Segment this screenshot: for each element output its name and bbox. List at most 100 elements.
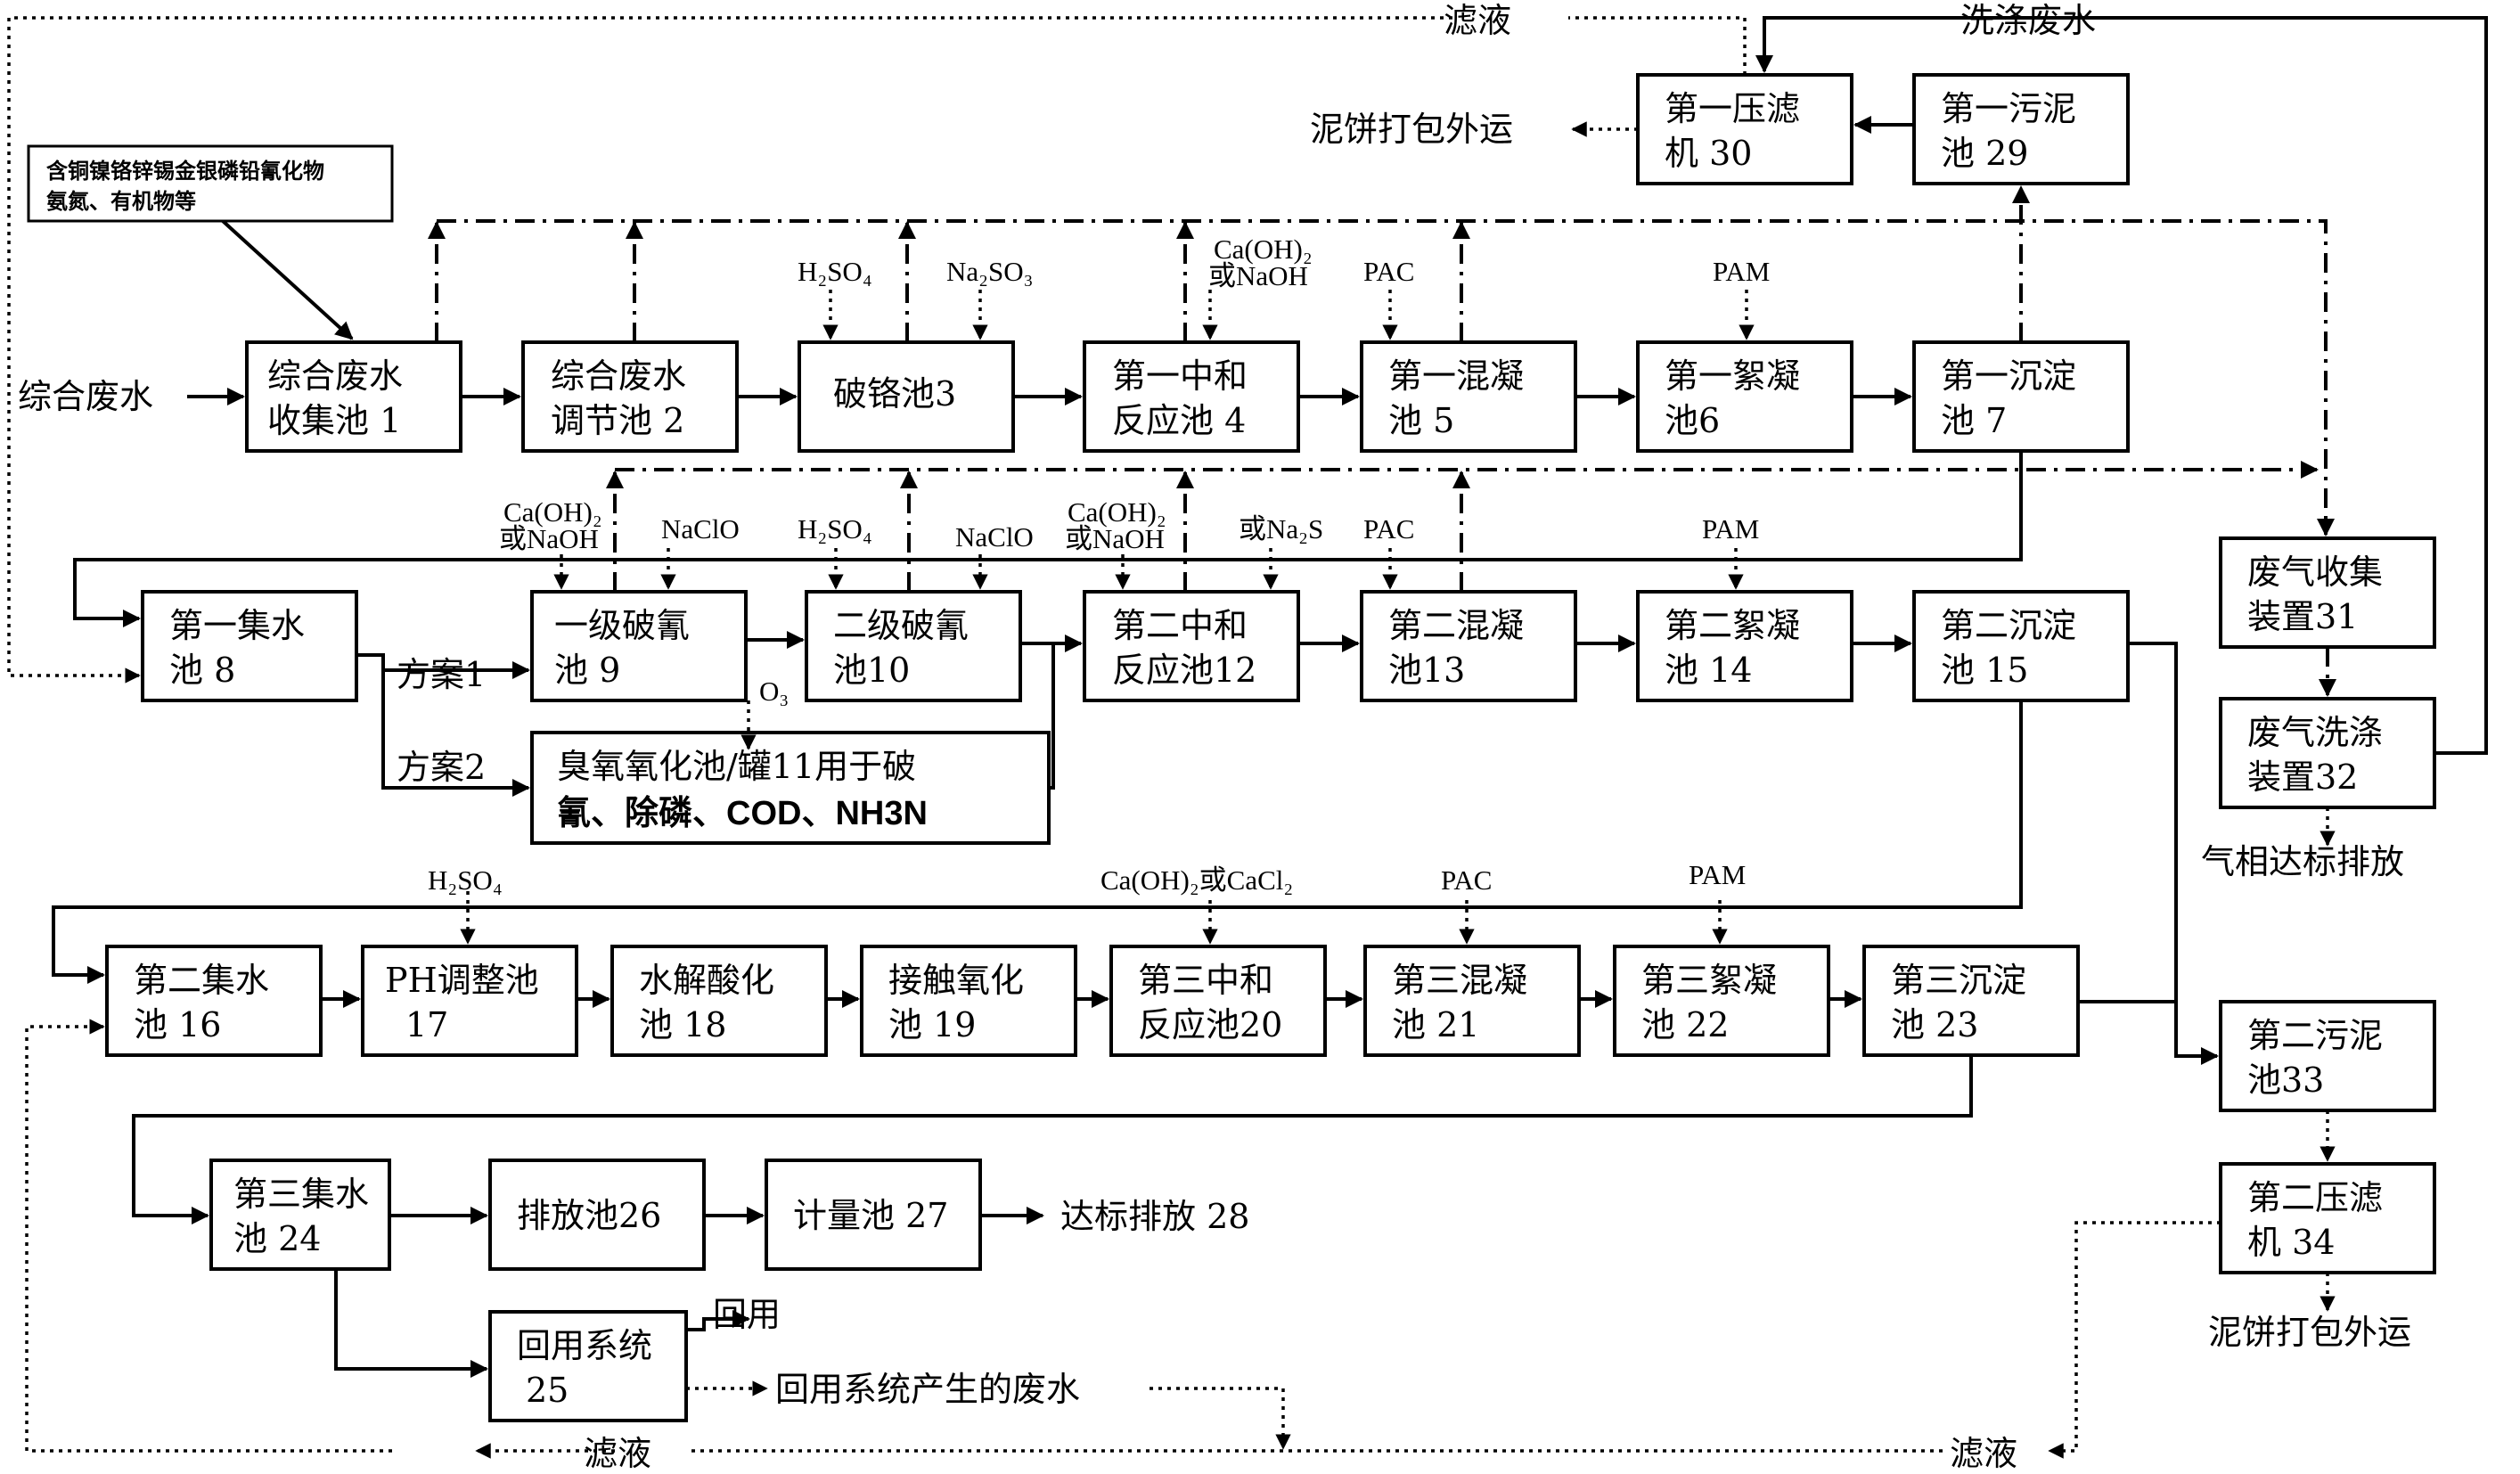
box-5-line2: 池 5 bbox=[1388, 401, 1454, 440]
exhaust-gas-lines bbox=[428, 185, 2336, 1003]
box-34-line2: 机 34 bbox=[2247, 1223, 2335, 1262]
box-21-line1: 第三混凝 bbox=[1392, 961, 1527, 1000]
box-30-line2: 机 30 bbox=[1665, 134, 1752, 173]
box-21-line2: 池 21 bbox=[1392, 1005, 1479, 1044]
box-6: 第一絮凝 池6 bbox=[1636, 340, 1853, 453]
filtrate-bottom-left-label: 滤液 bbox=[584, 1434, 651, 1473]
box-29: 第一污泥 池 29 bbox=[1912, 73, 2130, 185]
reagent-caoh-2b: 或NaOH bbox=[499, 523, 599, 554]
box-11: 臭氧氧化池/罐11用于破 氰、除磷、COD、NH3N bbox=[530, 731, 1051, 845]
box-13-line2: 池13 bbox=[1388, 651, 1465, 690]
box-32: 废气洗涤 装置32 bbox=[2219, 697, 2436, 809]
box-13-line1: 第二混凝 bbox=[1388, 606, 1524, 645]
plan2-label: 方案2 bbox=[397, 748, 486, 787]
box-26: 排放池26 bbox=[488, 1159, 706, 1271]
box-18: 水解酸化 池 18 bbox=[610, 945, 828, 1057]
box-18-line1: 水解酸化 bbox=[639, 961, 774, 1000]
reuse-waste-label: 回用系统产生的废水 bbox=[775, 1370, 1080, 1409]
wash-water-label: 洗涤废水 bbox=[1960, 1, 2096, 40]
box-1-line1: 综合废水 bbox=[267, 356, 403, 396]
box-21: 第三混凝 池 21 bbox=[1363, 945, 1581, 1057]
box-6-line1: 第一絮凝 bbox=[1665, 356, 1800, 396]
box-2: 综合废水 调节池 2 bbox=[521, 340, 739, 453]
reagent-h2so4-2: H₂SO₄ bbox=[798, 513, 872, 545]
box-31-line1: 废气收集 bbox=[2247, 553, 2383, 592]
box-17: PH调整池 17 bbox=[361, 945, 578, 1057]
box-30-line1: 第一压滤 bbox=[1665, 89, 1800, 128]
cake2-label: 泥饼打包外运 bbox=[2208, 1313, 2411, 1352]
box-4-line2: 反应池 4 bbox=[1112, 401, 1246, 440]
filtrate-top-label: 滤液 bbox=[1444, 1, 1511, 40]
box-33-line1: 第二污泥 bbox=[2247, 1016, 2383, 1055]
box-10-line1: 二级破氰 bbox=[833, 606, 969, 645]
box-32-line2: 装置32 bbox=[2247, 757, 2358, 797]
box-11-line2: 氰、除磷、COD、NH3N bbox=[557, 794, 928, 832]
filtrate-bottom-right-label: 滤液 bbox=[1950, 1434, 2017, 1473]
box-31: 废气收集 装置31 bbox=[2219, 536, 2436, 649]
box-17-line1: PH调整池 bbox=[385, 961, 539, 1000]
reuse-label: 回用 bbox=[713, 1295, 781, 1334]
inflow-label: 综合废水 bbox=[18, 377, 153, 416]
box-8-line1: 第一集水 bbox=[169, 606, 305, 645]
box-30: 第一压滤 机 30 bbox=[1636, 73, 1853, 185]
box-10: 二级破氰 池10 bbox=[805, 590, 1022, 702]
discharge-28-label: 达标排放 28 bbox=[1060, 1197, 1249, 1236]
box-29-line2: 池 29 bbox=[1941, 134, 2028, 173]
reagent-caoh-1b: 或NaOH bbox=[1208, 260, 1308, 291]
box-20-line1: 第三中和 bbox=[1138, 961, 1273, 1000]
box-18-line2: 池 18 bbox=[639, 1005, 726, 1044]
box-7: 第一沉淀 池 7 bbox=[1912, 340, 2130, 453]
box-22: 第三絮凝 池 22 bbox=[1613, 945, 1830, 1057]
box-34-line1: 第二压滤 bbox=[2247, 1178, 2383, 1217]
box-29-line1: 第一污泥 bbox=[1941, 89, 2076, 128]
box-15-line2: 池 15 bbox=[1941, 651, 2028, 690]
box-24: 第三集水 池 24 bbox=[209, 1159, 391, 1271]
reagent-pam-1: PAM bbox=[1713, 256, 1770, 287]
box-24-line1: 第三集水 bbox=[233, 1175, 369, 1214]
box-19-line1: 接触氧化 bbox=[888, 961, 1024, 1000]
reagent-cacl2: Ca(OH)₂或CaCl₂ bbox=[1100, 864, 1293, 896]
reagent-pam-2: PAM bbox=[1702, 513, 1759, 545]
box-32-line1: 废气洗涤 bbox=[2247, 713, 2383, 752]
box-27: 计量池 27 bbox=[765, 1159, 982, 1271]
box-23: 第三沉淀 池 23 bbox=[1862, 945, 2080, 1057]
box-10-line2: 池10 bbox=[833, 651, 910, 690]
box-25: 回用系统 25 bbox=[488, 1310, 688, 1422]
box-31-line2: 装置31 bbox=[2247, 597, 2358, 636]
box-23-line1: 第三沉淀 bbox=[1891, 961, 2026, 1000]
box-14: 第二絮凝 池 14 bbox=[1636, 590, 1853, 702]
box-33: 第二污泥 池33 bbox=[2219, 1000, 2436, 1112]
labels: 综合废水 方案1 方案2 达标排放 28 回用 回用系统产生的废水 气相达标排放… bbox=[18, 1, 2411, 1473]
box-27-line1: 计量池 27 bbox=[793, 1196, 948, 1235]
box-7-line2: 池 7 bbox=[1941, 401, 2007, 440]
box-1-line2: 收集池 1 bbox=[267, 401, 401, 440]
box-20: 第三中和 反应池20 bbox=[1109, 945, 1327, 1057]
reagent-o3: O₃ bbox=[759, 676, 789, 707]
box-19-line2: 池 19 bbox=[888, 1005, 976, 1044]
reagent-caoh-1a: Ca(OH)₂ bbox=[1214, 233, 1313, 265]
box-4: 第一中和 反应池 4 bbox=[1083, 340, 1300, 453]
box-7-line1: 第一沉淀 bbox=[1941, 356, 2076, 396]
pollutant-note-line2: 氨氮、有机物等 bbox=[46, 189, 196, 214]
cake1-label: 泥饼打包外运 bbox=[1310, 110, 1513, 149]
box-9-line2: 池 9 bbox=[554, 651, 620, 690]
box-23-line2: 池 23 bbox=[1891, 1005, 1978, 1044]
box-1: 综合废水 收集池 1 bbox=[245, 340, 462, 453]
box-19: 接触氧化 池 19 bbox=[860, 945, 1077, 1057]
box-25-line2: 25 bbox=[526, 1371, 569, 1410]
box-9: 一级破氰 池 9 bbox=[530, 590, 748, 702]
box-16-line1: 第二集水 bbox=[134, 961, 269, 1000]
box-16-line2: 池 16 bbox=[134, 1005, 221, 1044]
reagent-caoh-2a: Ca(OH)₂ bbox=[503, 496, 602, 528]
plan1-label: 方案1 bbox=[397, 655, 486, 694]
box-8: 第一集水 池 8 bbox=[141, 590, 358, 702]
water-flow bbox=[52, 16, 2488, 1378]
box-17-line2: 17 bbox=[405, 1005, 448, 1044]
reagent-caoh-3b: 或NaOH bbox=[1065, 523, 1165, 554]
reagent-h2so4-3: H₂SO₄ bbox=[428, 864, 503, 896]
pollutant-note-arrow bbox=[221, 219, 354, 340]
box-5: 第一混凝 池 5 bbox=[1360, 340, 1577, 453]
box-8-line2: 池 8 bbox=[169, 651, 235, 690]
box-20-line2: 反应池20 bbox=[1138, 1005, 1282, 1044]
box-9-line1: 一级破氰 bbox=[554, 606, 690, 645]
